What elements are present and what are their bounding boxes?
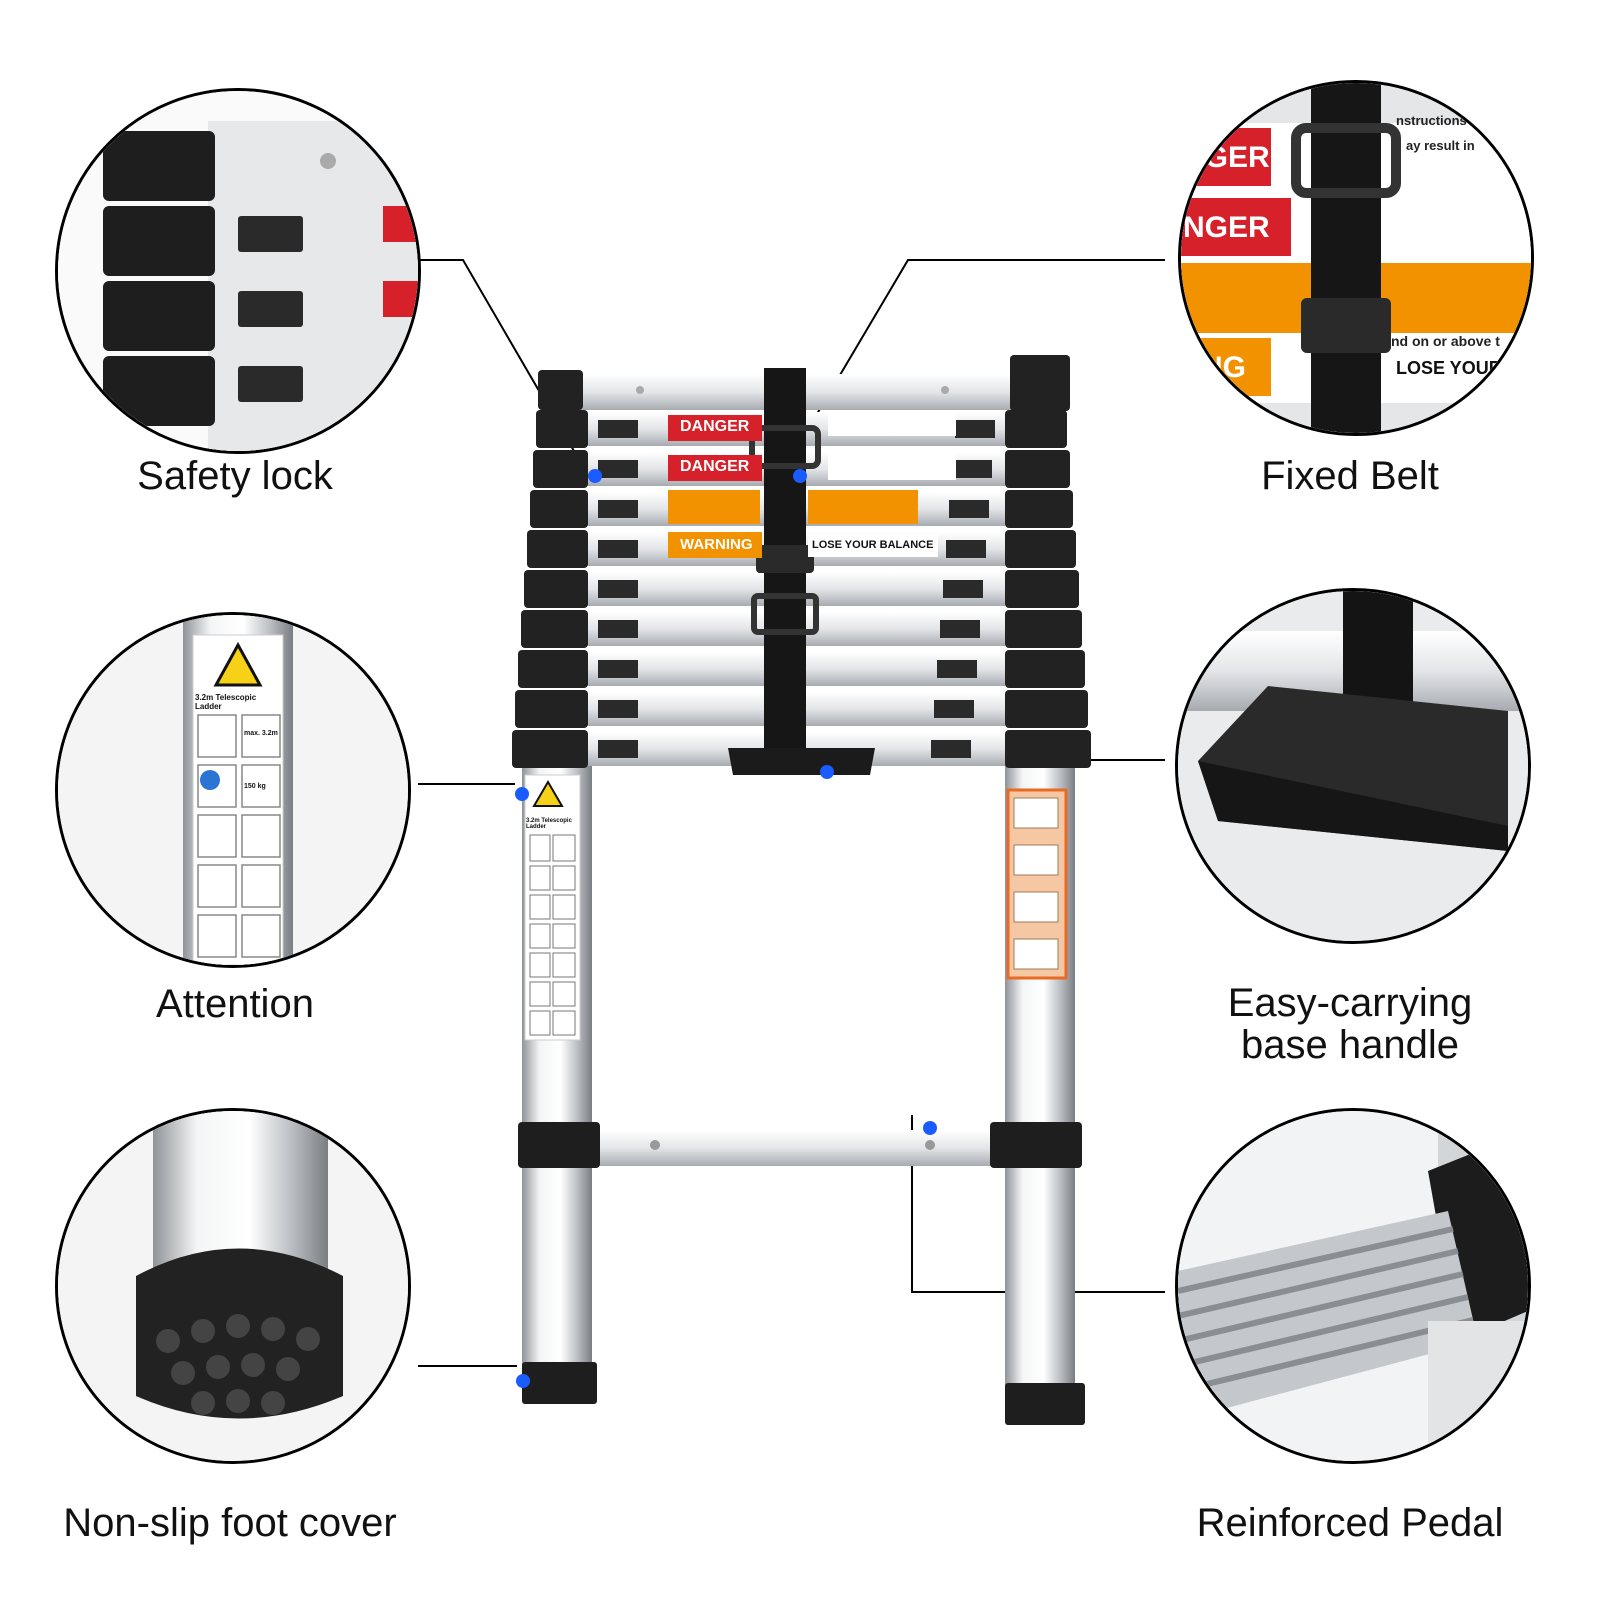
danger-sticker-2: DANGER [680,458,750,475]
rung-button-left [598,620,638,638]
warning-sticker: WARNING [680,536,753,553]
danger-sticker-1: DANGER [680,418,750,435]
rung-lock-left [518,650,588,688]
rung-button-right [940,620,980,638]
safety-lock-zoom [55,88,421,454]
carry-handle-label-line2: base handle [1241,1023,1459,1067]
rung-button-left [598,540,638,558]
rung-button-right [955,420,995,438]
rung-lock-right [1005,530,1076,568]
rung-lock-left [524,570,588,608]
rung-lock-right [1005,490,1073,528]
rung-lock-right [1005,610,1082,648]
zoom-lose: LOSE YOUR [1396,358,1502,378]
rung-button-right [937,660,977,678]
rung-button-right [943,580,983,598]
rung-lock-left [512,730,588,768]
attention-label: Attention [156,982,314,1026]
rung-button-right [952,460,992,478]
rung-button-right [949,500,989,518]
rung-lock-right [1005,450,1070,488]
rung-lock-left [536,410,588,448]
rung-lock-right [1005,410,1067,448]
rung-lock-left [530,490,588,528]
foot-cover-label: Non-slip foot cover [63,1501,397,1545]
rung-button-right [934,700,974,718]
zoom-max-length: max. 3.2m [244,730,278,737]
left-foot [522,1362,597,1404]
zoom-stand: nd on or above t [1391,333,1500,349]
telescopic-sticker: 3.2m Telescopic Ladder [526,818,572,830]
rung-lock-left [515,690,588,728]
callout-markers [515,469,937,1388]
balance-sticker: LOSE YOUR BALANCE [812,539,934,551]
right-foot [1005,1383,1085,1425]
rung-lock-right [1005,570,1079,608]
rung-button-left [598,740,638,758]
zoom-result: ay result in [1406,138,1475,153]
zoom-danger-1: NGER [1183,141,1270,174]
rung-lock-left [527,530,588,568]
carry-handle-label-line1: Easy-carrying [1227,981,1473,1025]
attention-zoom: 3.2m Telescopic Ladder max. 3.2m 150 kg [55,612,411,968]
rung-button-left [598,660,638,678]
rung-lock-left [533,450,588,488]
fixed-belt-zoom: NGER NGER NG nstructions ay result in nd… [1178,80,1534,436]
zoom-warning: NG [1201,351,1246,384]
rung-button-right [931,740,971,758]
safety-lock-label: Safety lock [137,454,333,498]
rung-lock-left [521,610,588,648]
foot-cover-zoom [55,1108,411,1464]
carry-handle-zoom [1175,588,1531,944]
zoom-danger-2: NGER [1183,211,1270,244]
rung-button-right [946,540,986,558]
rung-lock-right [1005,730,1091,768]
carry-handle [728,748,875,775]
zoom-instructions: nstructions [1396,113,1467,128]
rung-button-left [598,700,638,718]
rung-lock-right [1005,650,1085,688]
zoom-telescopic: 3.2m Telescopic Ladder [195,693,257,711]
zoom-max-load: 150 kg [244,783,266,790]
rung-button-left [598,460,638,478]
pedal-rung [597,1130,1005,1166]
rung-button-left [598,580,638,598]
rung-button-left [598,500,638,518]
rung-lock-right [1005,690,1088,728]
fixed-belt-label: Fixed Belt [1261,454,1439,498]
rung-button-left [598,420,638,438]
pedal-zoom [1175,1108,1531,1464]
pedal-label: Reinforced Pedal [1196,1501,1504,1545]
